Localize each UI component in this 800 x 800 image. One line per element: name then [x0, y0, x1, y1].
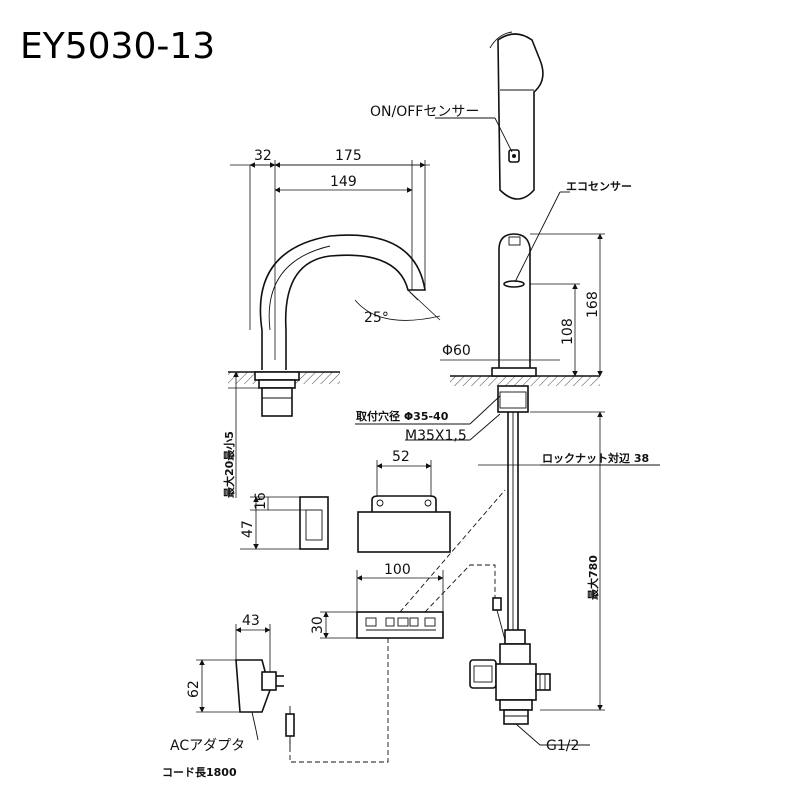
locknut-label: ロックナット対辺 38 — [542, 451, 649, 465]
dim-108: 108 — [560, 318, 576, 345]
dim-43: 43 — [242, 613, 260, 629]
adapter-label: ACアダプタ — [170, 738, 245, 754]
dim-16: 16 — [253, 492, 269, 510]
control-box-views: 47 16 52 — [240, 449, 451, 553]
dim-149: 149 — [330, 174, 357, 190]
spout-front-view: Φ60 エコセンサー 108 168 取付穴径 Φ35-40 M35X1,5 ロ… — [355, 180, 660, 711]
dim-max20-min5: 最大20最小5 — [222, 431, 236, 498]
cord-length-label: コード長1800 — [162, 766, 237, 779]
ac-adapter: 43 62 ACアダプタ コード長1800 — [162, 613, 295, 779]
dim-47: 47 — [240, 520, 256, 538]
dim-30: 30 — [310, 616, 326, 634]
top-view: ON/OFFセンサー — [370, 31, 544, 200]
spout-side-view: 32 175 149 25° 最大20最小5 — [222, 148, 441, 498]
dim-100: 100 — [384, 562, 411, 578]
dim-max780: 最大780 — [586, 555, 600, 600]
eco-sensor-label: エコセンサー — [566, 180, 632, 193]
onoff-sensor-label: ON/OFFセンサー — [370, 104, 479, 120]
model-title: EY5030-13 — [20, 26, 215, 67]
control-unit: 100 30 — [289, 489, 506, 763]
dim-175: 175 — [335, 148, 362, 164]
mount-hole-label: 取付穴径 Φ35-40 — [356, 409, 449, 423]
onoff-sensor-window — [508, 149, 520, 163]
dim-phi60: Φ60 — [442, 343, 471, 359]
dim-32: 32 — [254, 148, 272, 164]
g12-label: G1/2 — [546, 738, 579, 754]
eco-sensor-window — [503, 280, 525, 288]
dim-168: 168 — [585, 291, 601, 318]
dim-52: 52 — [392, 449, 410, 465]
thread-label: M35X1,5 — [405, 428, 467, 444]
dim-62: 62 — [186, 680, 202, 698]
solenoid-valve: G1/2 — [469, 597, 590, 754]
angle-25: 25° — [364, 310, 389, 326]
